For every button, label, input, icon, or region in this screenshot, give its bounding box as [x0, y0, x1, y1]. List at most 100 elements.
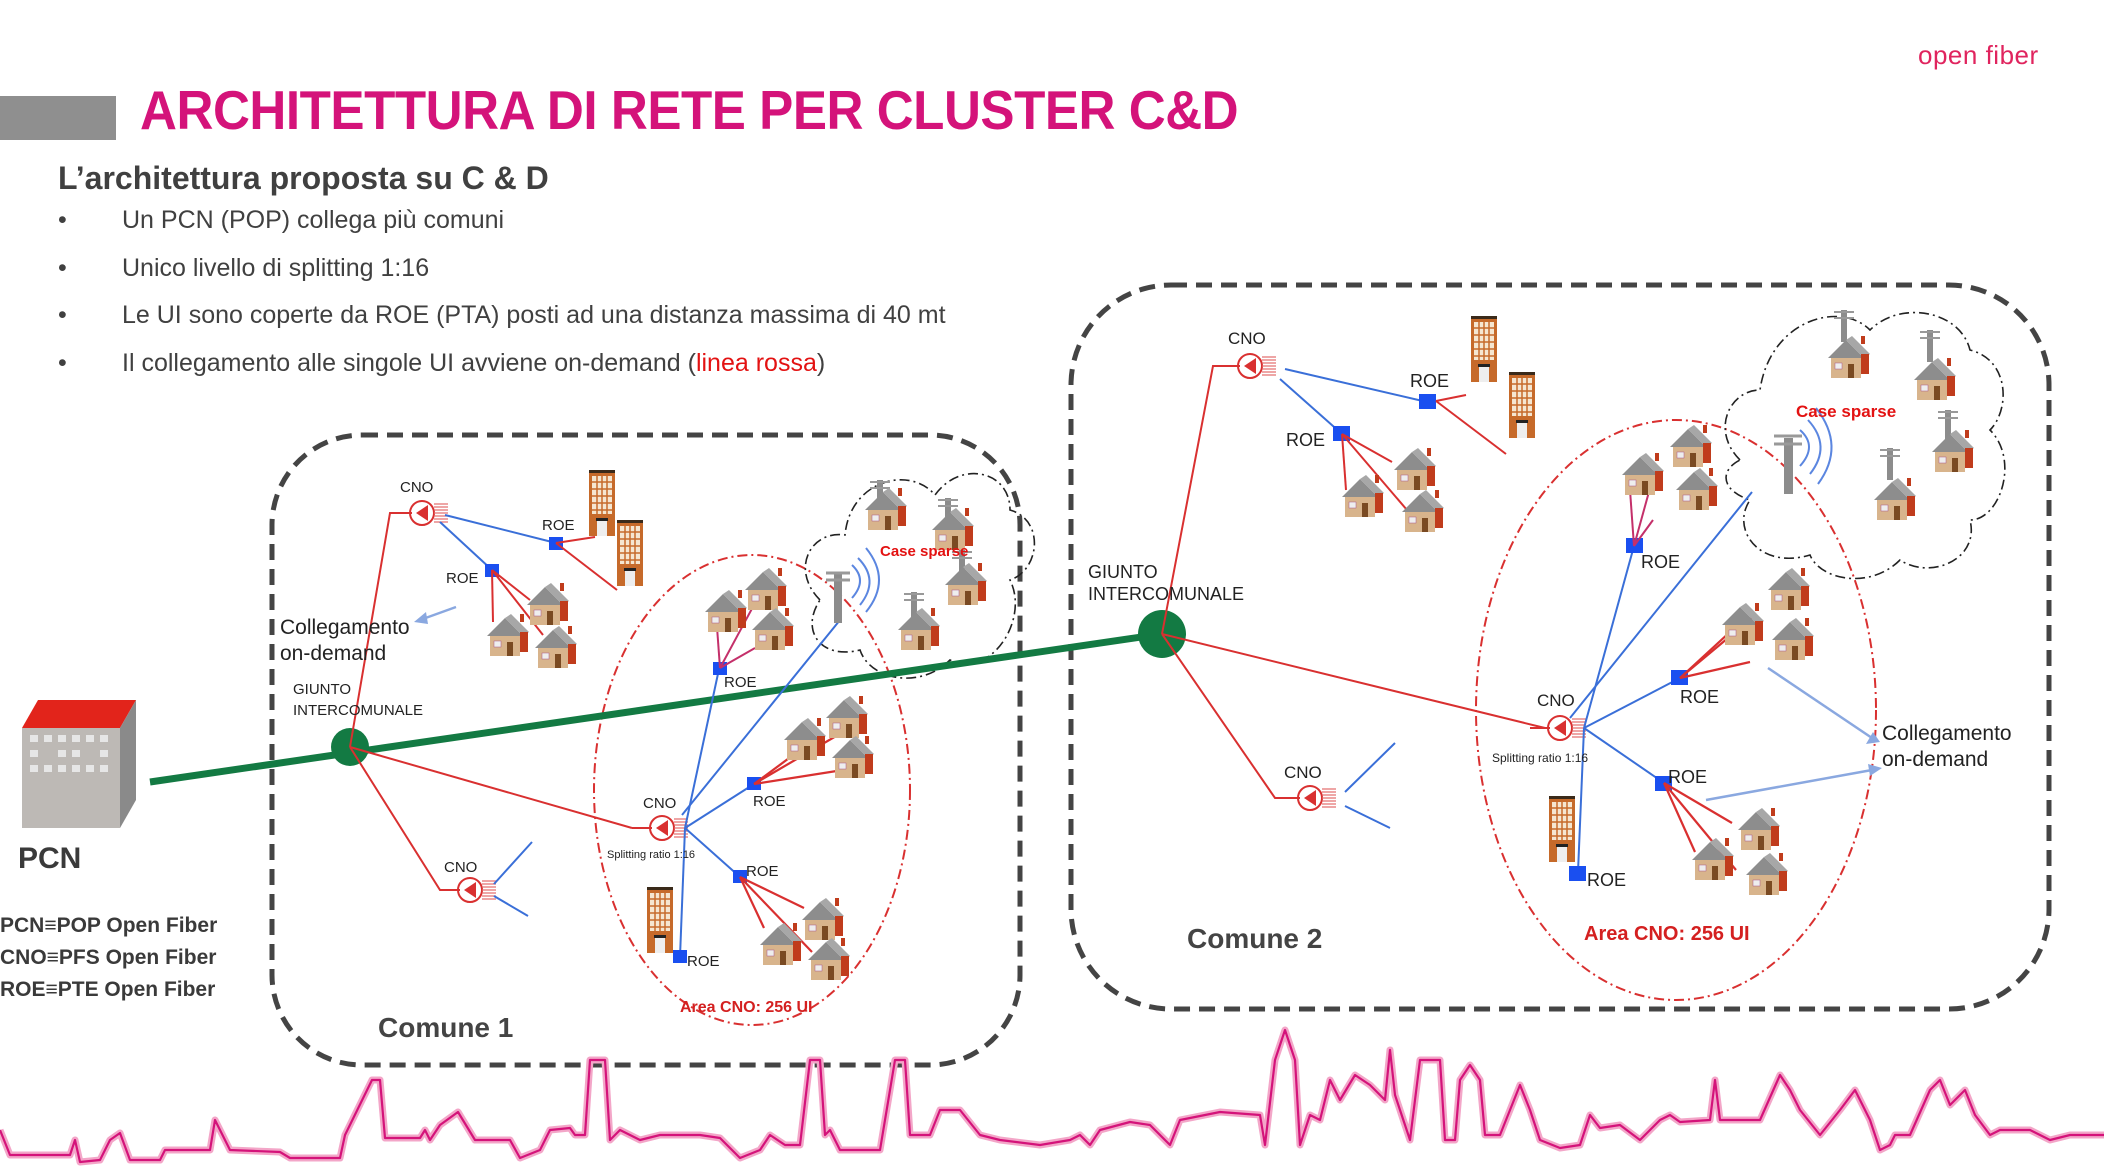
building-icon [1508, 371, 1536, 439]
house-icon [801, 897, 845, 941]
collegamento-label: on-demand [1882, 748, 1988, 771]
legend-item: ROE≡PTE Open Fiber [0, 978, 216, 1001]
roe-label: ROE [753, 793, 786, 810]
case-sparse-label: Case sparse [880, 543, 968, 560]
pcn-building-icon [22, 700, 136, 828]
house-icon [1913, 357, 1957, 401]
giunto-label: INTERCOMUNALE [293, 702, 423, 719]
on-demand-arrow [1705, 666, 1873, 802]
house-icon [1745, 852, 1789, 896]
roe-label: ROE [446, 570, 479, 587]
bullet-icon: • [58, 253, 67, 282]
house-icon [751, 607, 795, 651]
case-sparse-cloud-1 [804, 472, 1036, 679]
giunto-label: GIUNTO [1088, 562, 1158, 582]
area-cno-label: Area CNO: 256 UI [1584, 923, 1750, 945]
building-icon [646, 886, 674, 954]
splitting-label: Splitting ratio 1:16 [607, 849, 695, 861]
pcn-label: PCN [18, 842, 82, 875]
cno-label: CNO [1228, 329, 1266, 348]
bullet-text: Il collegamento alle singole UI avviene … [122, 349, 825, 397]
cno-area-1 [593, 554, 911, 1026]
cno-icon [1279, 785, 1337, 811]
house-icon [1401, 489, 1445, 533]
house-icon [1771, 617, 1815, 661]
roe-label: ROE [1410, 371, 1449, 391]
house-icon [1393, 447, 1437, 491]
bullet-icon: • [58, 348, 67, 377]
cno-label: CNO [444, 859, 477, 876]
area-cno-label: Area CNO: 256 UI [680, 999, 813, 1016]
house-icon [1767, 567, 1811, 611]
bullet-text: Un PCN (POP) collega più comuni [122, 206, 505, 234]
cno-icon [439, 877, 497, 903]
roe-icon [1419, 394, 1436, 409]
bullet-text: Unico livello di splitting 1:16 [122, 253, 430, 282]
cno-label: CNO [1537, 691, 1575, 710]
antenna-icon [1879, 447, 1901, 481]
roe-label: ROE [1641, 552, 1680, 572]
collegamento-label: Collegamento [280, 616, 410, 639]
house-icon [1621, 452, 1665, 496]
giunto-label: GIUNTO [293, 681, 351, 698]
section-subtitle: L’architettura proposta su C & D [58, 160, 549, 196]
roe-label: ROE [746, 863, 779, 880]
case-sparse-label: Case sparse [1796, 402, 1896, 421]
arrow-head-icon [414, 612, 428, 624]
backbone-fiber [149, 630, 1163, 786]
house-icon [831, 735, 875, 779]
city-skyline-decoration [0, 1026, 2104, 1166]
bullet-text-part: Il collegamento alle singole UI avviene … [122, 348, 696, 377]
house-icon [1827, 335, 1871, 379]
bullet-item: • Il collegamento alle singole UI avviene… [54, 349, 946, 397]
house-icon [1669, 424, 1713, 468]
bullet-icon: • [58, 206, 67, 234]
house-icon [944, 562, 988, 606]
building-icon [1548, 795, 1576, 863]
arrow-head-icon [1868, 764, 1882, 776]
house-icon [1675, 467, 1719, 511]
legend-item: CNO≡PFS Open Fiber [0, 946, 217, 969]
cno-icon [1219, 353, 1277, 379]
house-icon [1931, 429, 1975, 473]
bullet-text: Le UI sono coperte da ROE (PTA) posti ad… [122, 301, 946, 329]
bullet-item: • Unico livello di splitting 1:16 [54, 254, 946, 302]
roe-label: ROE [687, 953, 720, 970]
house-icon [1341, 474, 1385, 518]
building-icon [588, 469, 616, 537]
cno-label: CNO [1284, 763, 1322, 782]
roe-icon [673, 950, 687, 963]
roe-label: ROE [1286, 430, 1325, 450]
house-icon [807, 937, 851, 981]
title-accent-bar [0, 96, 116, 140]
house-icon [526, 582, 570, 626]
house-icon [783, 717, 827, 761]
roe-label: ROE [1668, 767, 1707, 787]
logo-open: open [1918, 40, 1978, 70]
cno-icon [1529, 715, 1587, 741]
house-icon [1721, 602, 1765, 646]
roe-label: ROE [542, 517, 575, 534]
cell-tower-icon [1774, 407, 1833, 494]
case-sparse-cloud-2 [1724, 311, 2006, 580]
abbreviation-legend: PCN≡POP Open Fiber CNO≡PFS Open Fiber RO… [0, 910, 217, 1006]
giunto-label: INTERCOMUNALE [1088, 584, 1244, 604]
house-icon [897, 607, 941, 651]
cno-label: CNO [643, 795, 676, 812]
arrow-head-icon [1866, 732, 1880, 744]
open-fiber-logo: open fiber [1918, 40, 2039, 71]
house-icon [744, 567, 788, 611]
cno-icon [391, 500, 449, 526]
comune-2-label: Comune 2 [1187, 923, 1322, 954]
logo-fiber: fiber [1985, 40, 2039, 70]
page-title: ARCHITETTURA DI RETE PER CLUSTER C&D [140, 79, 1239, 141]
roe-icon [1569, 866, 1586, 881]
bullet-text-part: ) [816, 348, 826, 377]
bullet-icon: • [58, 301, 67, 329]
cell-tower-icon [826, 547, 880, 623]
house-icon [1691, 837, 1735, 881]
house-icon [1873, 477, 1917, 521]
comune-1-boundary [269, 432, 1023, 1068]
house-icon [704, 589, 748, 633]
